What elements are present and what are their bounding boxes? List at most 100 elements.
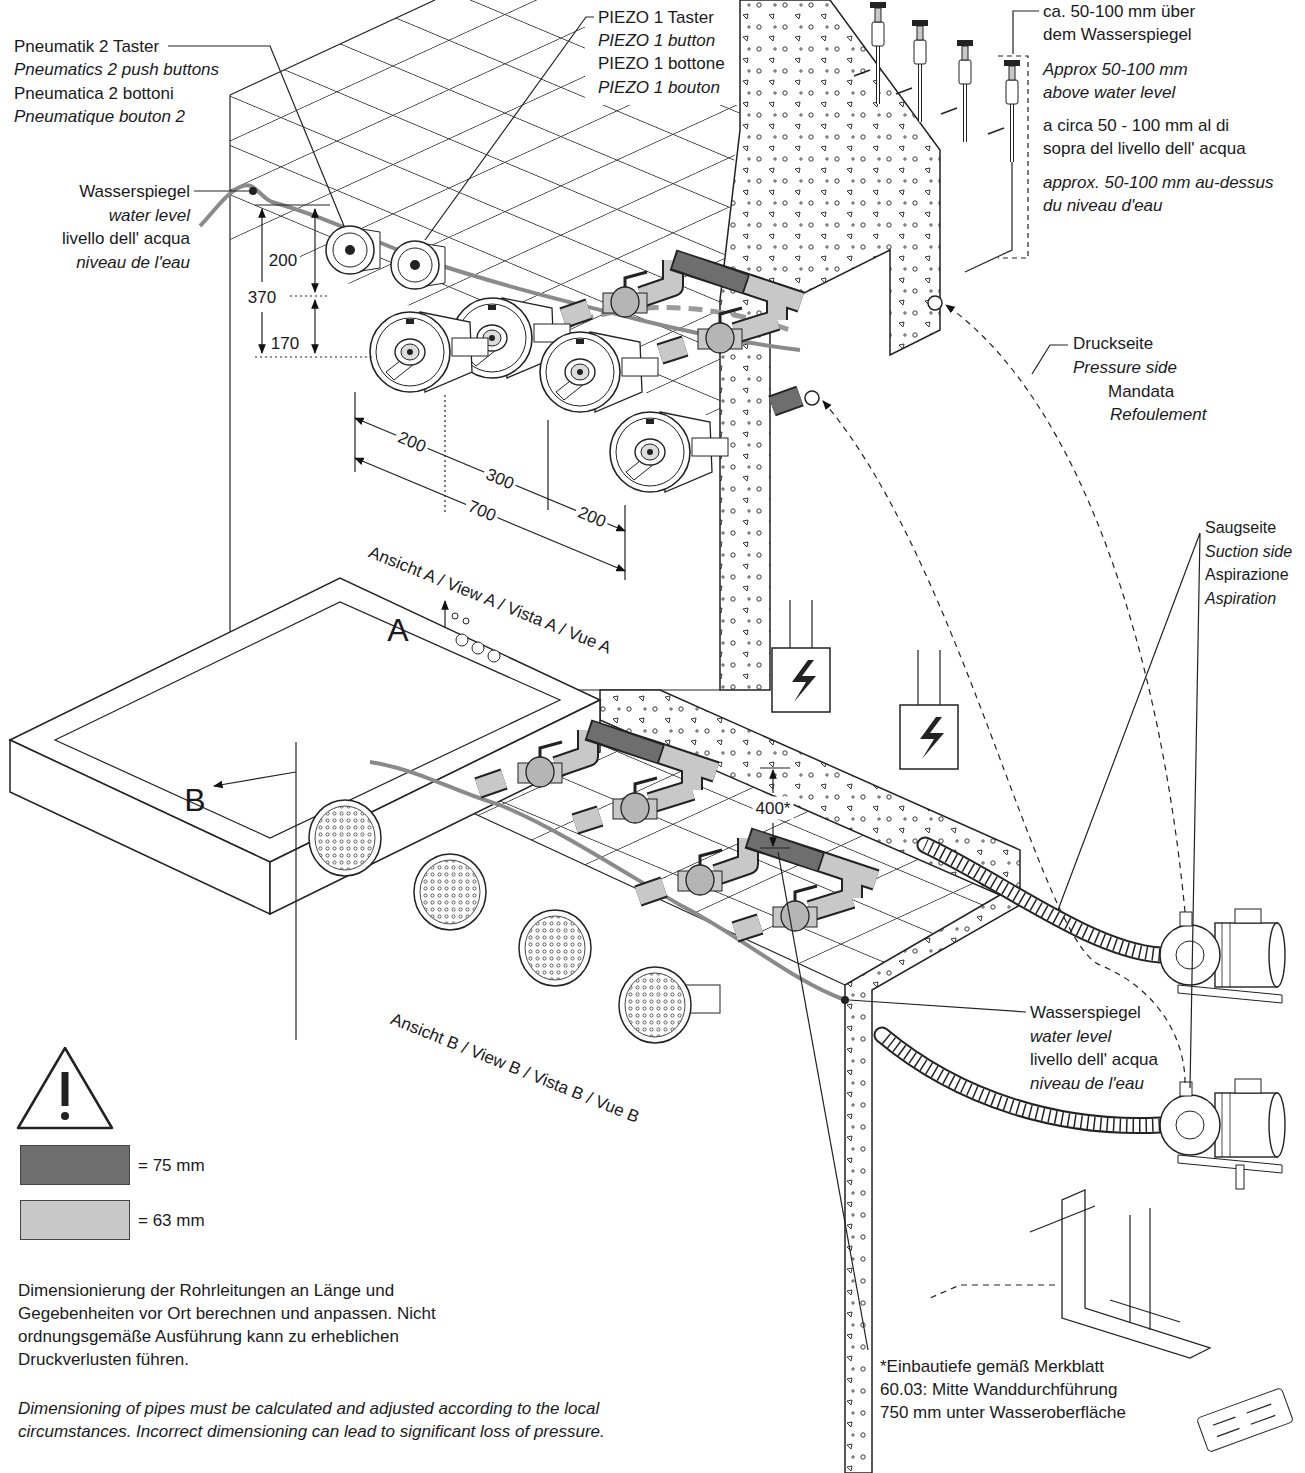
dimension: 200 (572, 500, 613, 535)
installation-drawing-part (925, 845, 1160, 955)
installation-drawing-part (928, 296, 942, 310)
installation-drawing-part (778, 852, 868, 1350)
installation-drawing-part (841, 996, 849, 1004)
installation-drawing-part (941, 40, 973, 142)
installation-drawing-part (988, 60, 1020, 162)
installation-drawing-part (452, 613, 458, 619)
installation-drawing-part (1110, 1208, 1180, 1330)
dimension: 400* (753, 797, 794, 820)
legend-swatch (20, 1145, 130, 1185)
dimension: 370 (245, 286, 279, 309)
part-label: water level (10, 204, 190, 227)
legend-text: = 63 mm (138, 1209, 205, 1232)
installation-drawing-part (1160, 909, 1285, 1003)
installation-drawing-part (444, 601, 445, 628)
installation-drawing-part (998, 56, 1028, 258)
part-label: PIEZO 1 button (598, 29, 778, 52)
installation-drawing-part (414, 854, 486, 930)
installation-drawing-part (463, 618, 469, 624)
part-label: Wasserspiegel (1030, 1001, 1200, 1024)
note: approx. 50-100 mm au-dessus du niveau d'… (1043, 171, 1278, 217)
installation-drawing-part (930, 1285, 1055, 1298)
installation-drawing-part (965, 162, 1012, 272)
view-label: Ansicht B / View B / Vista B / Vue B (387, 1007, 642, 1128)
installation-drawing-part (925, 845, 1160, 955)
installation-drawing-part (1197, 1388, 1294, 1453)
part-label: Suction side (1205, 541, 1301, 563)
part-label: Pressure side (1073, 356, 1198, 379)
installation-drawing-part (900, 705, 958, 769)
part-label: PIEZO 1 bouton (598, 76, 778, 99)
installation-drawing-part (326, 226, 380, 274)
installation-drawing-part (444, 395, 445, 512)
note: Dimensionierung der Rohrleitungen an Län… (18, 1279, 458, 1371)
part-label: Aspiration (1205, 588, 1301, 610)
installation-drawing-part (619, 967, 691, 1043)
dimension: 200 (392, 425, 433, 460)
installation-drawing-part (1013, 11, 1039, 54)
installation-drawing-part (261, 312, 262, 353)
dimension: 200 (266, 249, 300, 272)
part-label: livello dell' acqua (10, 227, 190, 250)
installation-drawing-part (425, 17, 594, 240)
installation-drawing-part (314, 300, 315, 353)
installation-drawing-part (55, 602, 560, 838)
installation-drawing-part (370, 312, 488, 392)
installation-drawing-part (261, 209, 262, 282)
installation-drawing-part (255, 356, 372, 357)
legend-text: = 75 mm (138, 1154, 205, 1177)
installation-drawing-part (214, 772, 296, 786)
part-label: Mandata (1108, 380, 1218, 403)
part-label: PIEZO 1 Taster (598, 6, 778, 29)
installation-drawing-part (62, 1072, 69, 1106)
installation-drawing-part (255, 204, 330, 205)
installation-drawing-part (478, 730, 716, 824)
legend-swatch (20, 1200, 130, 1240)
installation-drawing-part (920, 717, 944, 759)
installation-drawing-part-part (1197, 1388, 1294, 1453)
installation-drawing-part (370, 762, 845, 1000)
installation-drawing-part (314, 209, 315, 292)
installation-drawing-part (792, 660, 816, 702)
installation-drawing-part (249, 187, 257, 195)
note: Approx 50-100 mm above water level (1043, 58, 1208, 104)
part-label: water level (1030, 1025, 1200, 1048)
installation-drawing-part (391, 241, 445, 289)
installation-drawing-part (925, 845, 1160, 955)
installation-drawing-part (230, 0, 720, 690)
part-label: Saugseite (1205, 517, 1301, 539)
dimension: 700 (462, 494, 503, 529)
installation-drawing-part (610, 412, 728, 492)
installation-drawing-part (805, 391, 819, 405)
installation-drawing-part (896, 20, 928, 122)
part-label: Pneumatics 2 push buttons (14, 58, 274, 81)
part-label: niveau de l'eau (10, 251, 190, 274)
part-label: Druckseite (1073, 332, 1198, 355)
installation-drawing-part (1032, 345, 1068, 374)
installation-drawing-part (18, 1048, 112, 1128)
installation-drawing-part (472, 642, 484, 654)
note: a circa 50 - 100 mm al di sopra del live… (1043, 114, 1263, 160)
installation-drawing-part (638, 838, 876, 932)
part-label: Pneumatik 2 Taster (14, 35, 254, 58)
installation-drawing-part (772, 396, 800, 406)
part-label: Wasserspiegel (10, 180, 190, 203)
view-marker: B (184, 779, 205, 822)
view-marker: A (387, 609, 408, 652)
installation-drawing-part (772, 648, 830, 712)
part-label: Pneumatica 2 bottoni (14, 82, 274, 105)
installation-drawing-part-part (1213, 1404, 1275, 1436)
installation-drawing-part (488, 650, 500, 662)
part-label: Aspirazione (1205, 564, 1301, 586)
part-label: niveau de l'eau (1030, 1072, 1200, 1095)
installation-drawing-part (854, 2, 886, 104)
dimension: 300 (480, 462, 521, 497)
installation-drawing-part (772, 823, 773, 846)
installation-drawing-part (772, 396, 800, 406)
installation-drawing-part (1062, 1190, 1210, 1358)
installation-drawing-part (1030, 1206, 1095, 1232)
installation-drawing-part (772, 770, 773, 793)
